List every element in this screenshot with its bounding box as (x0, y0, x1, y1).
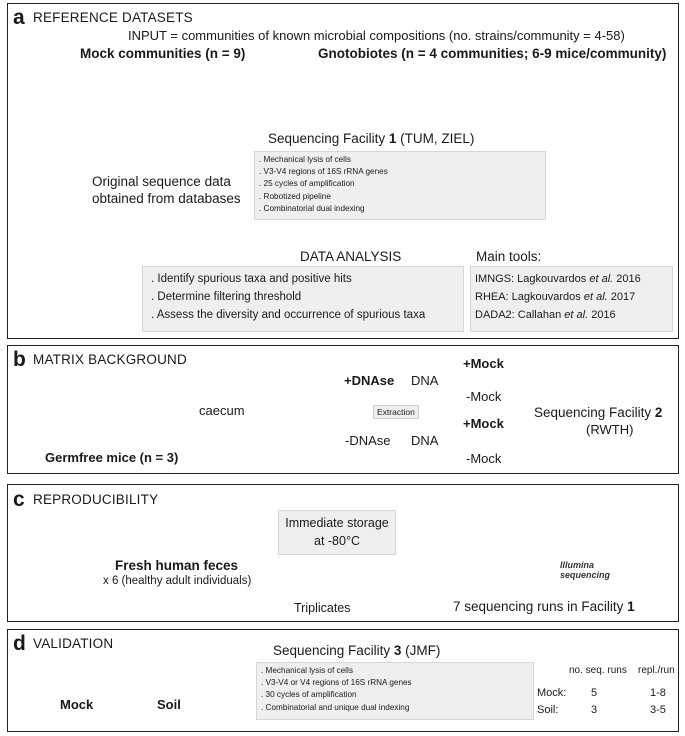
mock-label-d: Mock (60, 697, 94, 712)
method-item: . 25 cycles of amplification (259, 179, 355, 189)
table-cell: 3-5 (650, 704, 666, 716)
minus-mock-bottom: -Mock (466, 451, 502, 466)
original-data-line-2: obtained from databases (92, 191, 241, 206)
analysis-box: . Identify spurious taxa and positive hi… (142, 266, 464, 332)
plus-mock-bottom: +Mock (463, 416, 504, 431)
panel-d-title: VALIDATION (33, 636, 114, 651)
panel-a-title: REFERENCE DATASETS (33, 10, 193, 25)
gnoto-heading: Gnotobiotes (n = 4 communities; 6-9 mice… (318, 46, 667, 61)
method-item: . 30 cycles of amplification (261, 690, 357, 700)
method-item: . Mechanical lysis of cells (259, 155, 351, 164)
minus-dnase-label: -DNAse (345, 433, 391, 448)
feces-count-label: x 6 (healthy adult individuals) (103, 575, 252, 587)
methods-box-a: . Mechanical lysis of cells . V3-V4 regi… (254, 151, 546, 220)
triplicates-label: Triplicates (294, 601, 351, 615)
tool-item: IMNGS: Lagkouvardos et al. 2016 (475, 273, 641, 285)
table-cell: 3 (591, 704, 598, 716)
illumina-line-1: Illumina (560, 560, 595, 570)
method-item: . Mechanical lysis of cells (261, 666, 353, 675)
dna-bottom-label: DNA (411, 433, 439, 448)
facility-3-heading: Sequencing Facility 3 (JMF) (273, 643, 441, 658)
fresh-feces-label: Fresh human feces (115, 558, 239, 573)
table-row-label: Mock: (537, 687, 567, 699)
plus-dnase-label: +DNAse (344, 373, 395, 388)
germfree-mice-label: Germfree mice (n = 3) (45, 450, 179, 465)
tools-box: IMNGS: Lagkouvardos et al. 2016 RHEA: La… (470, 266, 673, 332)
mock-heading: Mock communities (n = 9) (80, 46, 246, 61)
storage-line-2: at -80°C (314, 534, 360, 548)
storage-box: Immediate storage at -80°C (278, 510, 396, 555)
panel-c-title: REPRODUCIBILITY (33, 492, 159, 507)
panel-letter-c: c (13, 488, 25, 511)
seq-runs-label: 7 sequencing runs in Facility 1 (453, 599, 635, 614)
analysis-item: . Determine filtering threshold (151, 291, 302, 303)
table-row-label: Soil: (537, 704, 559, 716)
method-item: . V3-V4 or V4 regions of 16S rRNA genes (261, 678, 412, 688)
tool-item: DADA2: Callahan et al. 2016 (475, 309, 616, 321)
facility-1-heading: Sequencing Facility 1 (TUM, ZIEL) (268, 131, 474, 146)
panel-letter-d: d (13, 632, 26, 655)
facility-1-suffix: (TUM, ZIEL) (396, 131, 475, 146)
facility-2-heading: Sequencing Facility 2 (534, 405, 663, 420)
table-cell: 5 (591, 687, 598, 699)
facility-1-number: 1 (388, 131, 397, 146)
table-header: repl./run (638, 665, 675, 676)
illumina-label: Illumina sequencing (560, 560, 610, 580)
analysis-item: . Identify spurious taxa and positive hi… (151, 273, 352, 285)
caecum-label: caecum (199, 403, 245, 418)
method-item: . Combinatorial dual indexing (259, 203, 365, 213)
soil-label-d: Soil (157, 697, 181, 712)
table-cell: 1-8 (650, 687, 666, 699)
method-item: . Robotized pipeline (259, 191, 331, 201)
tools-title: Main tools: (476, 249, 542, 264)
panel-b (7, 345, 679, 474)
illumina-line-2: sequencing (560, 570, 611, 580)
input-line: INPUT = communities of known microbial c… (128, 28, 625, 43)
panel-letter-b: b (13, 348, 26, 371)
facility-1-prefix: Sequencing Facility (268, 131, 389, 146)
method-item: . Combinatorial and unique dual indexing (261, 702, 410, 712)
analysis-item: . Assess the diversity and occurrence of… (151, 309, 426, 321)
table-header: no. seq. runs (569, 665, 627, 676)
tool-item: RHEA: Lagkouvardos et al. 2017 (475, 291, 636, 303)
method-item: . V3-V4 regions of 16S rRNA genes (259, 167, 388, 177)
panel-letter-a: a (13, 6, 25, 29)
db-label: DB (50, 155, 65, 166)
facility-2-sub: (RWTH) (586, 422, 634, 437)
minus-mock-top: -Mock (466, 389, 502, 404)
analysis-title: DATA ANALYSIS (300, 249, 402, 264)
storage-line-1: Immediate storage (285, 516, 389, 530)
panel-b-title: MATRIX BACKGROUND (33, 352, 187, 367)
methods-box-d: . Mechanical lysis of cells . V3-V4 or V… (256, 662, 534, 720)
extraction-label: Extraction (373, 405, 419, 419)
original-data-line-1: Original sequence data (92, 174, 231, 189)
dna-top-label: DNA (411, 373, 439, 388)
plus-mock-top: +Mock (463, 356, 504, 371)
